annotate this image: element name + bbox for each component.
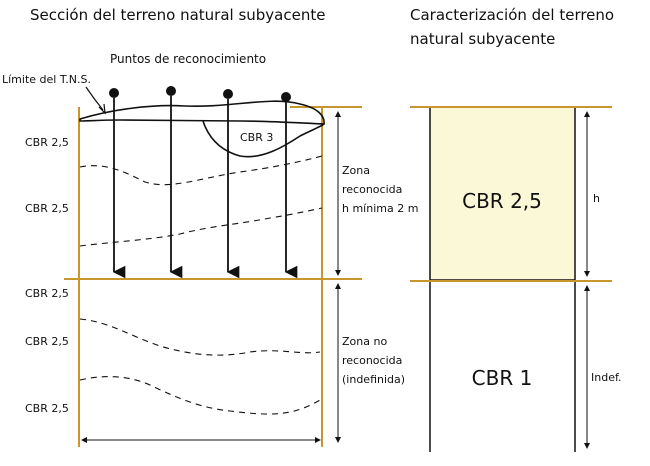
dashed-boundary-1 — [79, 155, 323, 186]
h-label: h — [593, 192, 600, 205]
limit-pointer — [85, 86, 104, 111]
layer-label-1: CBR 2,5 — [25, 136, 69, 149]
lower-layer-label: CBR 1 — [472, 366, 533, 390]
cbr3-label: CBR 3 — [240, 131, 273, 144]
dashed-boundary-4 — [79, 376, 321, 415]
probe-dot-3 — [223, 89, 233, 99]
zone-unrecognized-line-1: Zona no — [342, 335, 387, 348]
upper-layer-label: CBR 2,5 — [462, 189, 542, 213]
right-title-line-2: natural subyacente — [410, 30, 555, 48]
zone-recognized-line-1: Zona — [342, 164, 370, 177]
upper-layer-block — [429, 106, 576, 281]
layer-label-3: CBR 2,5 — [25, 287, 69, 300]
layer-label-4: CBR 2,5 — [25, 335, 69, 348]
zone-unrecognized-line-3: (indefinida) — [342, 373, 405, 386]
zone-recognized-line-2: reconocida — [342, 183, 402, 196]
layer-boundaries — [79, 155, 323, 415]
left-title: Sección del terreno natural subyacente — [30, 6, 325, 24]
dashed-boundary-2 — [79, 207, 323, 247]
zone-unrecognized-line-2: reconocida — [342, 354, 402, 367]
points-label: Puntos de reconocimiento — [110, 52, 266, 66]
zone-recognized-line-3: h mínima 2 m — [342, 202, 418, 215]
probe-dot-2 — [166, 86, 176, 96]
reconnaissance-points — [109, 86, 298, 279]
right-title-line-1: Caracterización del terreno — [410, 6, 614, 24]
indef-label: Indef. — [591, 371, 622, 384]
probe-dot-4 — [281, 92, 291, 102]
layer-label-2: CBR 2,5 — [25, 202, 69, 215]
dashed-boundary-3 — [79, 318, 321, 356]
terrain-limit-curve — [79, 100, 325, 125]
probe-dot-1 — [109, 88, 119, 98]
cbr3-inclusion — [202, 120, 325, 158]
layer-label-5: CBR 2,5 — [25, 402, 69, 415]
limit-label: Límite del T.N.S. — [2, 73, 91, 86]
